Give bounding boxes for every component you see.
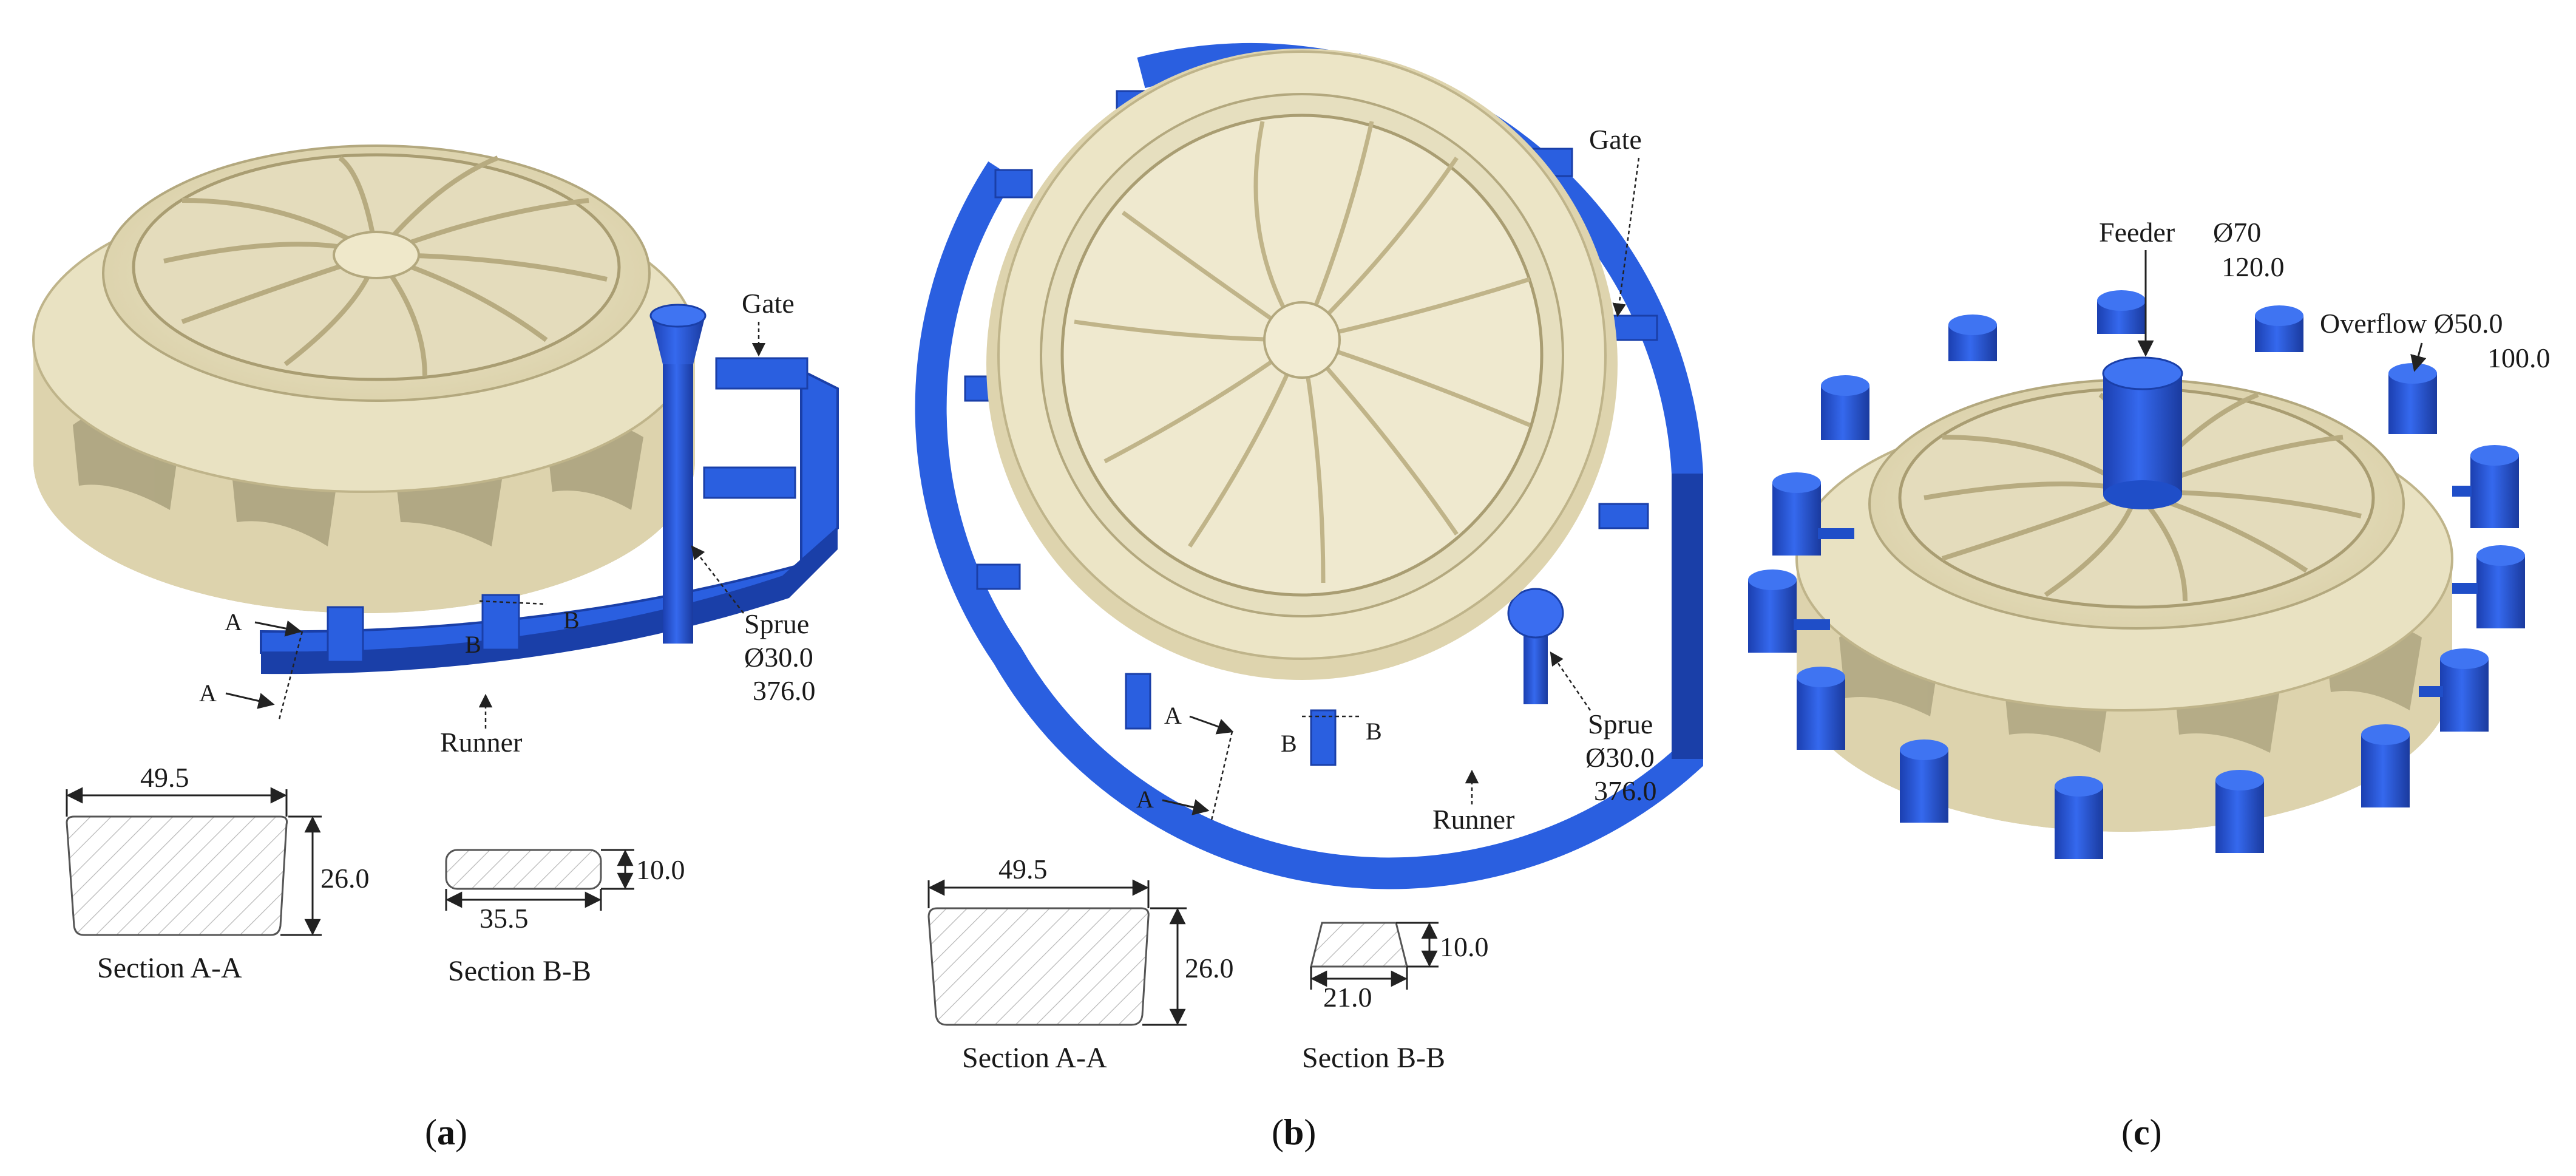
svg-text:(c): (c) <box>2121 1112 2162 1152</box>
svg-text:(a): (a) <box>425 1112 467 1152</box>
sprue-diameter-b: Ø30.0 <box>1585 742 1655 773</box>
sprue-diameter-a: Ø30.0 <box>744 642 813 673</box>
overflow-cylinder <box>2361 724 2410 807</box>
section-a-top-label-b: A <box>1164 702 1182 729</box>
overflow-cylinder <box>1900 739 1948 823</box>
caption-b: b <box>1284 1112 1304 1152</box>
section-aa-width-a: 49.5 <box>140 762 189 793</box>
panel-a-section-aa: 49.5 26.0 Section A-A <box>66 762 370 984</box>
sprue-length-b: 376.0 <box>1594 775 1657 806</box>
section-bb-height-a: 10.0 <box>636 854 685 885</box>
panel-a: Gate Sprue Ø30.0 376.0 Runner A A B B 49… <box>32 144 839 1152</box>
panel-c-overflows <box>1748 290 2525 859</box>
overflow-cylinder <box>2215 770 2264 853</box>
sprue-label-a: Sprue <box>744 608 809 639</box>
section-b-left-label-a: B <box>465 631 481 658</box>
section-a-bottom-label-b: A <box>1136 786 1154 813</box>
panel-c-annotations: Feeder Ø70 120.0 Overflow Ø50.0 100.0 <box>2099 217 2551 373</box>
overflow-cylinder <box>1797 667 1845 750</box>
sprue-length-a: 376.0 <box>753 675 816 706</box>
overflow-cylinder <box>2388 363 2437 434</box>
panel-b: Gate Sprue Ø30.0 376.0 Runner A A B B 49… <box>915 42 1703 1152</box>
section-aa-title-b: Section A-A <box>962 1042 1107 1074</box>
feeder-diameter: Ø70 <box>2213 217 2261 248</box>
panel-b-annotations: Gate Sprue Ø30.0 376.0 Runner A A B B <box>1136 124 1657 835</box>
panel-a-section-bb: 10.0 35.5 Section B-B <box>445 849 685 987</box>
overflow-cylinder <box>1772 472 1854 556</box>
svg-text:(b): (b) <box>1272 1112 1316 1152</box>
section-aa-width-b: 49.5 <box>998 854 1048 885</box>
overflow-cylinder <box>1948 314 1997 361</box>
panel-b-impeller <box>986 49 1618 680</box>
overflow-cylinder <box>2419 648 2489 732</box>
section-b-right-label-a: B <box>563 607 580 634</box>
gate-label-a: Gate <box>742 288 795 319</box>
overflow-cylinder <box>2452 545 2525 628</box>
panel-c-feeder <box>2102 356 2183 509</box>
panel-b-section-aa: 49.5 26.0 Section A-A <box>927 854 1234 1074</box>
panel-a-gating-system <box>260 304 839 675</box>
panel-c: Feeder Ø70 120.0 Overflow Ø50.0 100.0 (c… <box>1748 217 2551 1152</box>
section-b-right-label-b: B <box>1366 718 1382 745</box>
runner-label-a: Runner <box>440 727 522 758</box>
feeder-label: Feeder <box>2099 217 2175 248</box>
overflow-cylinder <box>2452 445 2519 528</box>
gate-label-b: Gate <box>1589 124 1642 155</box>
panel-a-impeller <box>32 144 696 613</box>
sprue-label-b: Sprue <box>1588 709 1653 739</box>
overflow-cylinder <box>1748 569 1830 653</box>
caption-a: a <box>437 1112 455 1152</box>
feeder-length: 120.0 <box>2222 251 2285 282</box>
panel-b-section-bb: 10.0 21.0 Section B-B <box>1302 922 1489 1074</box>
section-bb-height-b: 10.0 <box>1440 931 1489 962</box>
section-a-bottom-label-a: A <box>199 679 217 707</box>
section-bb-title-b: Section B-B <box>1302 1042 1445 1074</box>
overflow-cylinder <box>2255 305 2303 352</box>
caption-c: c <box>2134 1112 2150 1152</box>
panel-a-annotations: Gate Sprue Ø30.0 376.0 Runner A A B B <box>199 288 816 758</box>
panel-c-impeller <box>1795 378 2453 832</box>
section-bb-width-b: 21.0 <box>1323 982 1372 1013</box>
section-a-top-label-a: A <box>225 608 242 636</box>
section-aa-height-b: 26.0 <box>1185 953 1234 984</box>
section-b-left-label-b: B <box>1281 730 1297 757</box>
overflow-cylinder <box>2055 776 2103 859</box>
overflow-length: 100.0 <box>2487 342 2551 373</box>
overflow-cylinder <box>2097 290 2146 334</box>
section-bb-title-a: Section B-B <box>448 955 591 987</box>
runner-label-b: Runner <box>1432 804 1514 835</box>
section-bb-width-a: 35.5 <box>480 903 529 934</box>
section-aa-title-a: Section A-A <box>97 952 242 984</box>
overflow-label: Overflow Ø50.0 <box>2320 308 2503 339</box>
overflow-cylinder <box>1821 375 1869 440</box>
section-aa-height-a: 26.0 <box>320 863 370 894</box>
